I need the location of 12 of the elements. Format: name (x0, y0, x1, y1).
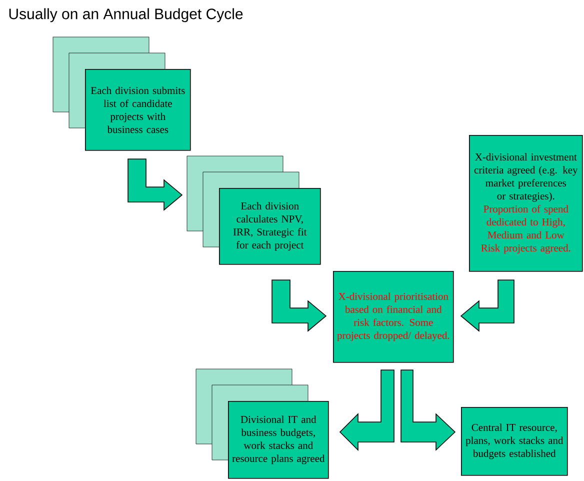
process-box: X-divisional prioritisation based on financial and risk factors. Some projects dropped/ delayed. (333, 271, 454, 363)
block-arrow (272, 280, 327, 332)
block-arrow (460, 280, 514, 332)
process-box: Divisional IT and business budgets, work stacks and resource plans agreed (228, 401, 329, 479)
title: Usually on an Annual Budget Cycle (9, 8, 243, 22)
block-arrow (339, 370, 394, 451)
process-box: Each division submits list of candidate projects with business cases (85, 69, 191, 151)
process-box: Central IT resource, plans, work stacks and budgets established (461, 407, 568, 476)
process-box: X-divisional investment criteria agreed (e.g. key market preferences or strategies). Proportion of spend dedicated to High, Medium and Low Risk projects agreed. (469, 135, 583, 272)
process-box: Each division calculates NPV, IRR, Strategic fit for each project (219, 188, 321, 265)
block-arrow (128, 158, 183, 211)
block-arrow (400, 370, 456, 451)
